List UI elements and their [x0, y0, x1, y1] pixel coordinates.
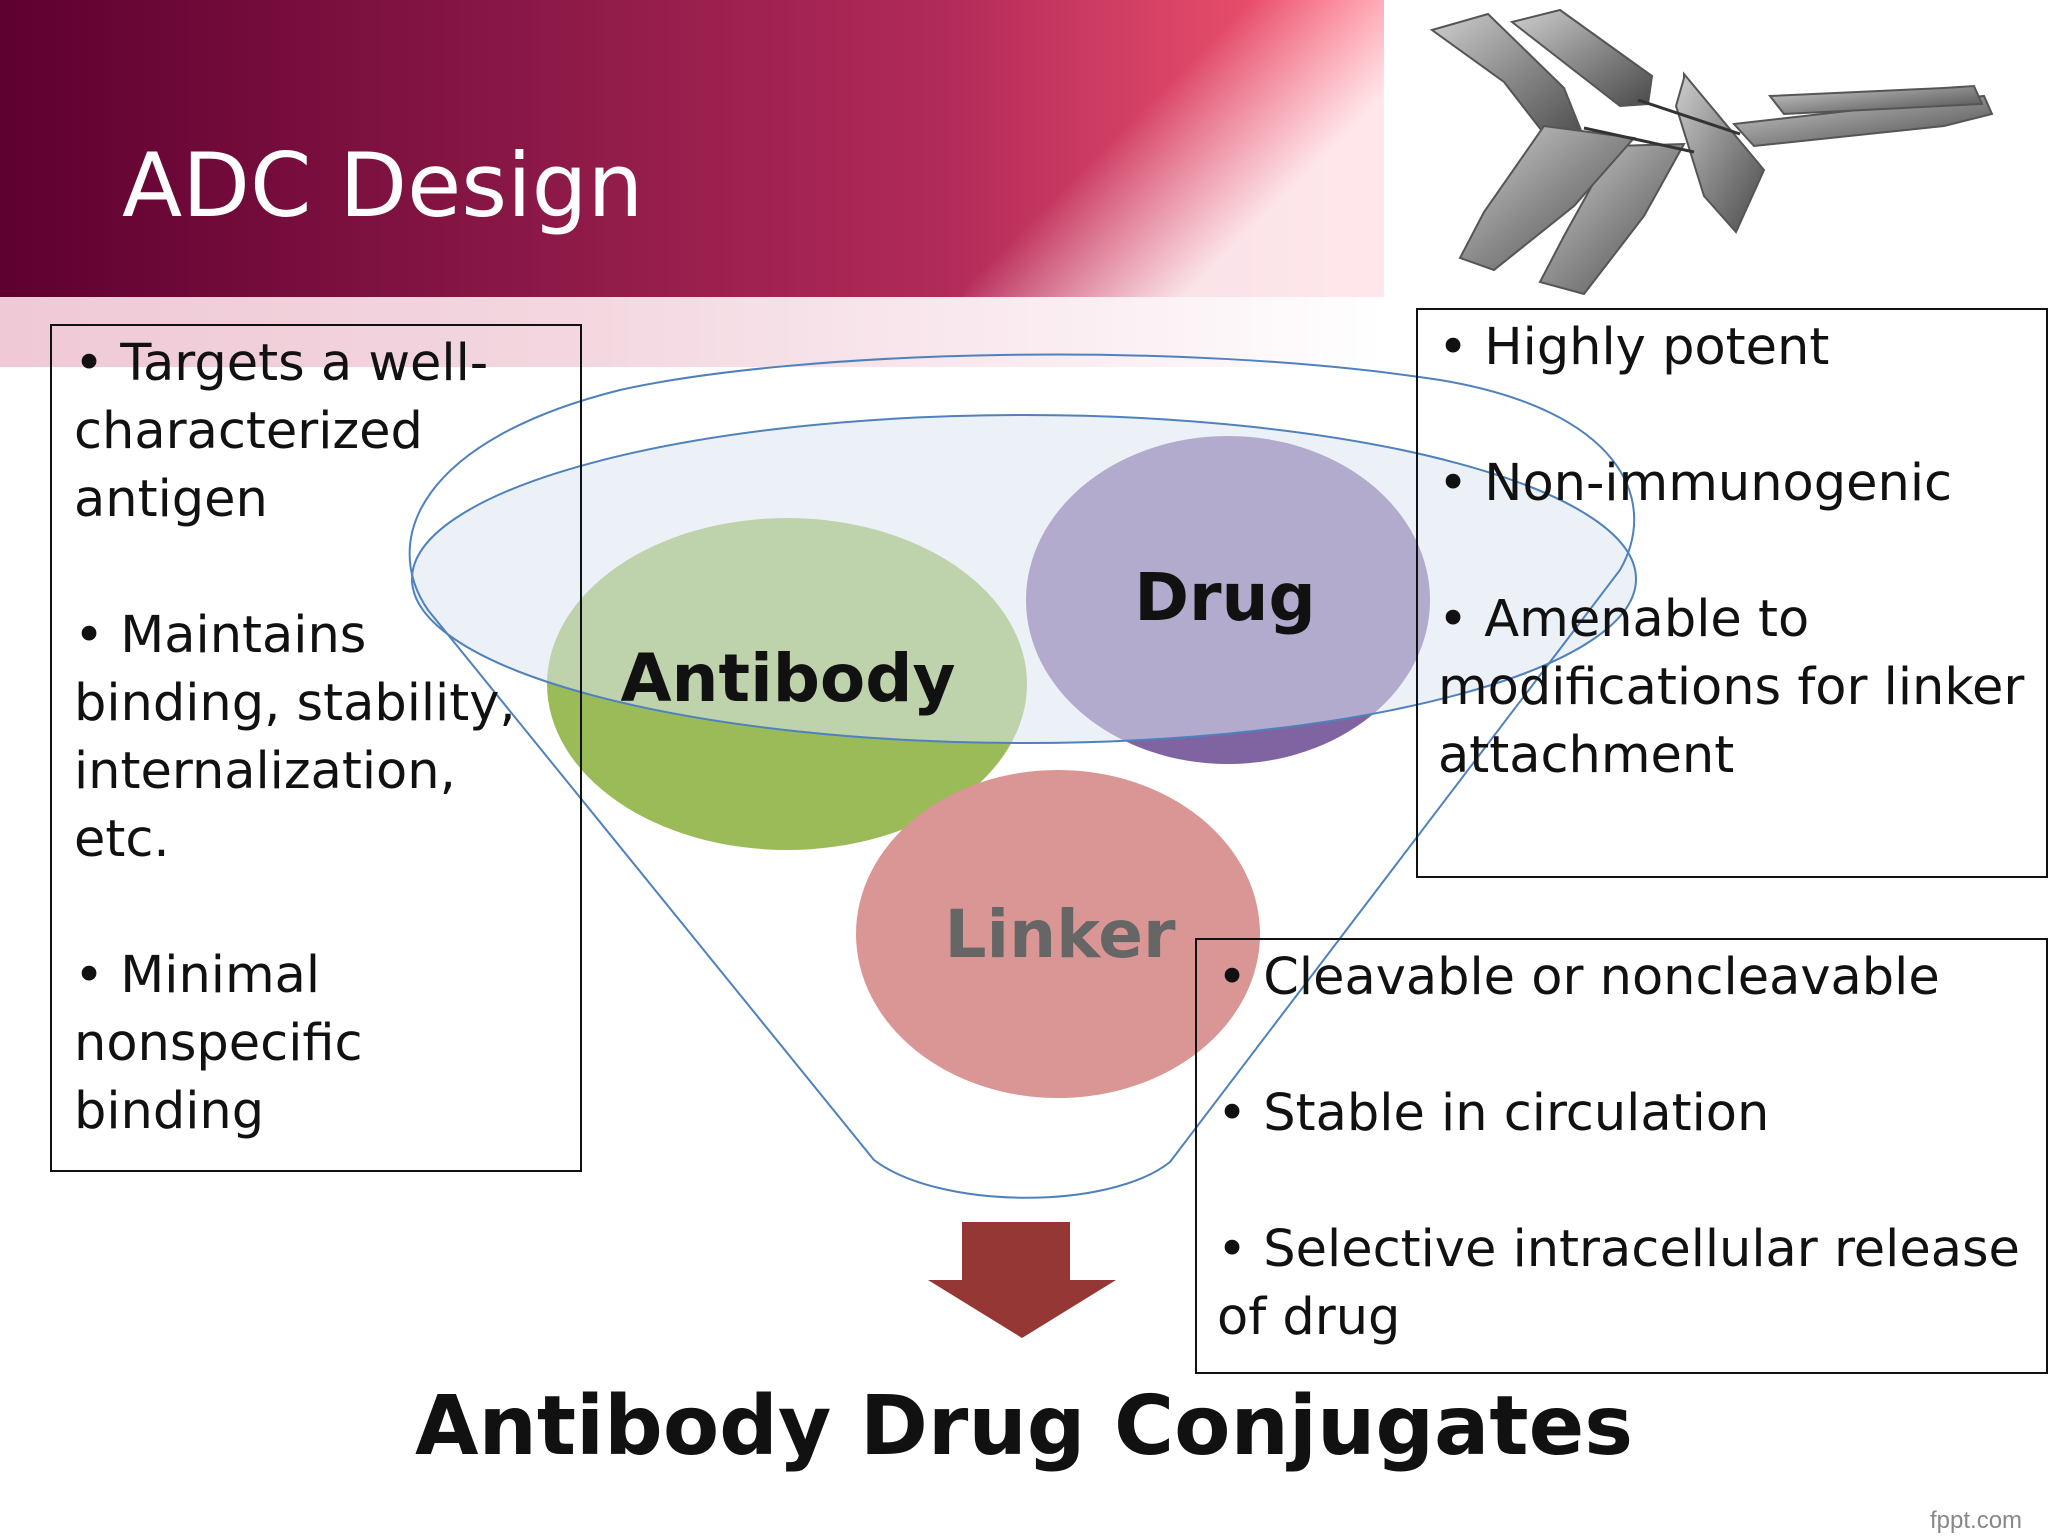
linker-property-item: • Cleavable or noncleavable — [1217, 948, 1940, 1007]
antibody-property-item: • Targets a well-characterized antigen — [74, 334, 489, 529]
watermark: fppt.com — [1930, 1507, 2023, 1534]
conclusion-heading: Antibody Drug Conjugates — [414, 1379, 1634, 1474]
antibody-property-item: • Maintains binding, stability, internal… — [74, 606, 516, 869]
header-band — [0, 0, 1384, 297]
down-arrow — [928, 1222, 1116, 1338]
linker-properties-box: • Cleavable or noncleavable • Stable in … — [1195, 938, 2048, 1374]
slide-title: ADC Design — [122, 134, 644, 237]
antibody-property-item: • Minimal nonspecific binding — [74, 946, 363, 1141]
drug-property-item: • Highly potent — [1438, 318, 1830, 377]
linker-circle — [856, 770, 1260, 1098]
funnel-rim-fill — [412, 415, 1636, 743]
drug-property-item: • Non-immunogenic — [1438, 454, 1953, 513]
linker-property-item: • Stable in circulation — [1217, 1084, 1770, 1143]
drug-properties-box: • Highly potent • Non-immunogenic • Amen… — [1416, 308, 2048, 878]
antibody-properties-box: • Targets a well-characterized antigen •… — [50, 324, 582, 1172]
drug-property-item: • Amenable to modifications for linker a… — [1438, 590, 2025, 785]
funnel-outline — [408, 353, 1636, 1199]
antibody-molecule-image — [1429, 8, 1994, 296]
linker-label: Linker — [944, 896, 1176, 973]
funnel-inner-rim — [411, 414, 1637, 744]
linker-property-item: • Selective intracellular release of dru… — [1217, 1220, 2020, 1347]
drug-label: Drug — [1134, 559, 1316, 636]
antibody-label: Antibody — [620, 640, 956, 717]
